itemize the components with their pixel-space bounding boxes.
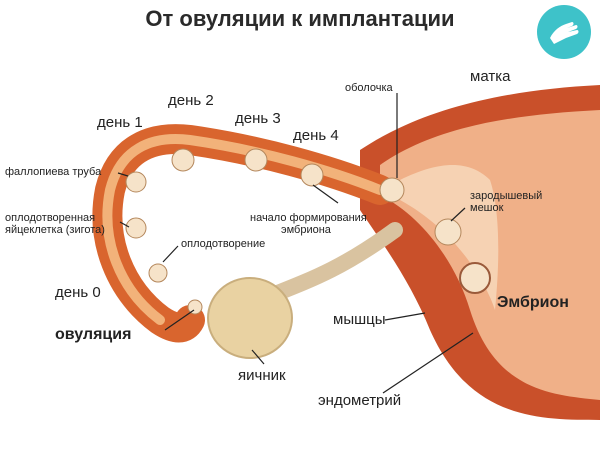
label-ovary: яичник (238, 367, 286, 384)
egg-cell (148, 263, 168, 283)
label-zygote-line1: оплодотворенная (5, 212, 96, 224)
label-day0: день 0 (55, 284, 101, 301)
day1-cell (125, 171, 147, 193)
label-fallopian-tube: фаллопиева труба (5, 166, 102, 178)
label-day2: день 2 (168, 92, 214, 109)
label-uterus: матка (470, 68, 511, 85)
label-yolk-sac-line1: зародышевый (470, 190, 543, 202)
label-day3: день 3 (235, 110, 281, 127)
label-ovulation: овуляция (55, 326, 132, 343)
implanting-cell (434, 218, 462, 246)
egg-cell (187, 299, 203, 315)
label-embryo: Эмбрион (497, 294, 569, 311)
day2-cell (171, 148, 195, 172)
day4-cell (300, 163, 324, 187)
label-fertilization: оплодотворение (181, 238, 266, 250)
day3-cell (244, 148, 268, 172)
label-endometrium: эндометрий (318, 392, 402, 409)
label-embryo-start-line2: эмбриона (281, 224, 331, 236)
label-zygote-line2: яйцеклетка (зигота) (5, 224, 105, 236)
blastocyst-cell (379, 177, 405, 203)
ovary-shape (207, 277, 293, 359)
label-membrane: оболочка (345, 82, 393, 94)
label-embryo-start-line1: начало формирования (250, 212, 367, 224)
label-muscles: мышцы (333, 311, 386, 328)
label-yolk-sac-line2: мешок (470, 202, 504, 214)
hands-icon (537, 5, 591, 59)
embryo-cell (459, 262, 491, 294)
label-day1: день 1 (97, 114, 143, 131)
zygote-cell (125, 217, 147, 239)
leader-lines (117, 93, 474, 394)
label-day4: день 4 (293, 127, 339, 144)
fallopian-tube-lumen (102, 134, 385, 325)
page-title: От овуляции к имплантации (145, 6, 455, 31)
